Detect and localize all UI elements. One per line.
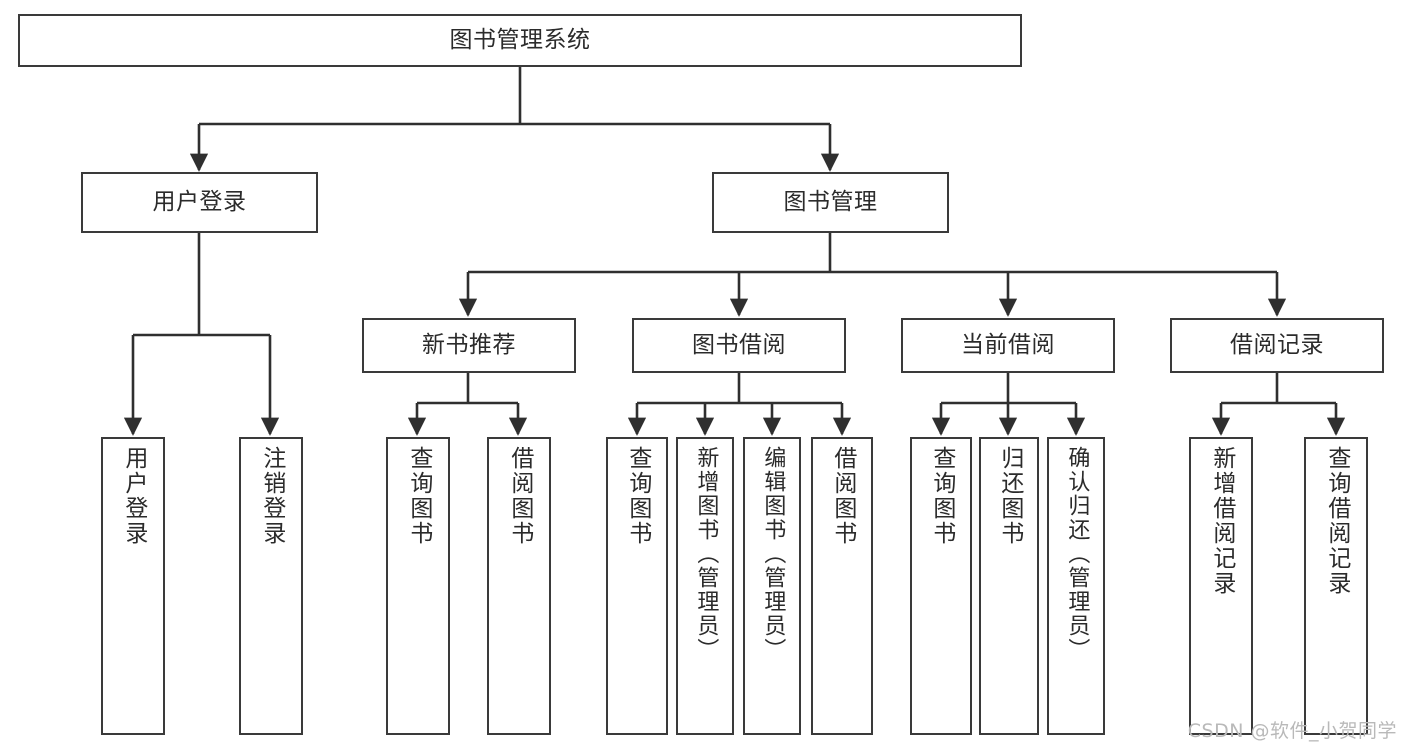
node-leaf-query-book-recommend[interactable]: 查询图书 (386, 437, 450, 735)
node-label: 新增借阅记录 (1208, 446, 1235, 596)
node-label: 查询图书 (928, 446, 955, 546)
node-root-book-management-system[interactable]: 图书管理系统 (18, 14, 1022, 67)
node-label: 图书管理系统 (449, 26, 591, 53)
node-leaf-confirm-return-admin[interactable]: 确认归还（管理员） (1047, 437, 1105, 735)
node-label: 图书管理 (783, 188, 878, 215)
node-leaf-return-book[interactable]: 归还图书 (979, 437, 1039, 735)
node-leaf-add-borrow-record[interactable]: 新增借阅记录 (1189, 437, 1253, 735)
node-label: 图书借阅 (692, 331, 786, 358)
node-label: 借阅图书 (506, 446, 533, 546)
node-book-borrow[interactable]: 图书借阅 (632, 318, 846, 373)
node-label: 借阅记录 (1230, 331, 1324, 358)
node-label: 借阅图书 (829, 446, 856, 546)
node-book-management[interactable]: 图书管理 (712, 172, 949, 233)
node-leaf-query-book-borrow[interactable]: 查询图书 (606, 437, 668, 735)
node-leaf-edit-book-admin[interactable]: 编辑图书（管理员） (743, 437, 801, 735)
node-borrow-record[interactable]: 借阅记录 (1170, 318, 1384, 373)
node-label: 用户登录 (120, 446, 147, 546)
node-leaf-borrow-book-recommend[interactable]: 借阅图书 (487, 437, 551, 735)
node-label: 新增图书（管理员） (693, 446, 719, 662)
node-label: 归还图书 (996, 446, 1023, 546)
node-label: 编辑图书（管理员） (760, 446, 786, 662)
node-leaf-add-book-admin[interactable]: 新增图书（管理员） (676, 437, 734, 735)
node-new-book-recommend[interactable]: 新书推荐 (362, 318, 576, 373)
node-label: 当前借阅 (961, 331, 1055, 358)
node-user-login[interactable]: 用户登录 (81, 172, 318, 233)
node-leaf-borrow-book-borrow[interactable]: 借阅图书 (811, 437, 873, 735)
node-leaf-user-logout[interactable]: 注销登录 (239, 437, 303, 735)
node-label: 新书推荐 (422, 331, 516, 358)
node-leaf-query-borrow-record[interactable]: 查询借阅记录 (1304, 437, 1368, 735)
node-leaf-query-book-current[interactable]: 查询图书 (910, 437, 972, 735)
node-label: 查询借阅记录 (1323, 446, 1350, 596)
node-label: 查询图书 (405, 446, 432, 546)
node-current-borrow[interactable]: 当前借阅 (901, 318, 1115, 373)
node-label: 注销登录 (258, 446, 285, 546)
node-leaf-user-login[interactable]: 用户登录 (101, 437, 165, 735)
node-label: 用户登录 (152, 188, 247, 215)
node-label: 确认归还（管理员） (1064, 446, 1090, 662)
watermark-text: CSDN @软件_小贺同学 (1187, 720, 1397, 742)
node-label: 查询图书 (624, 446, 651, 546)
